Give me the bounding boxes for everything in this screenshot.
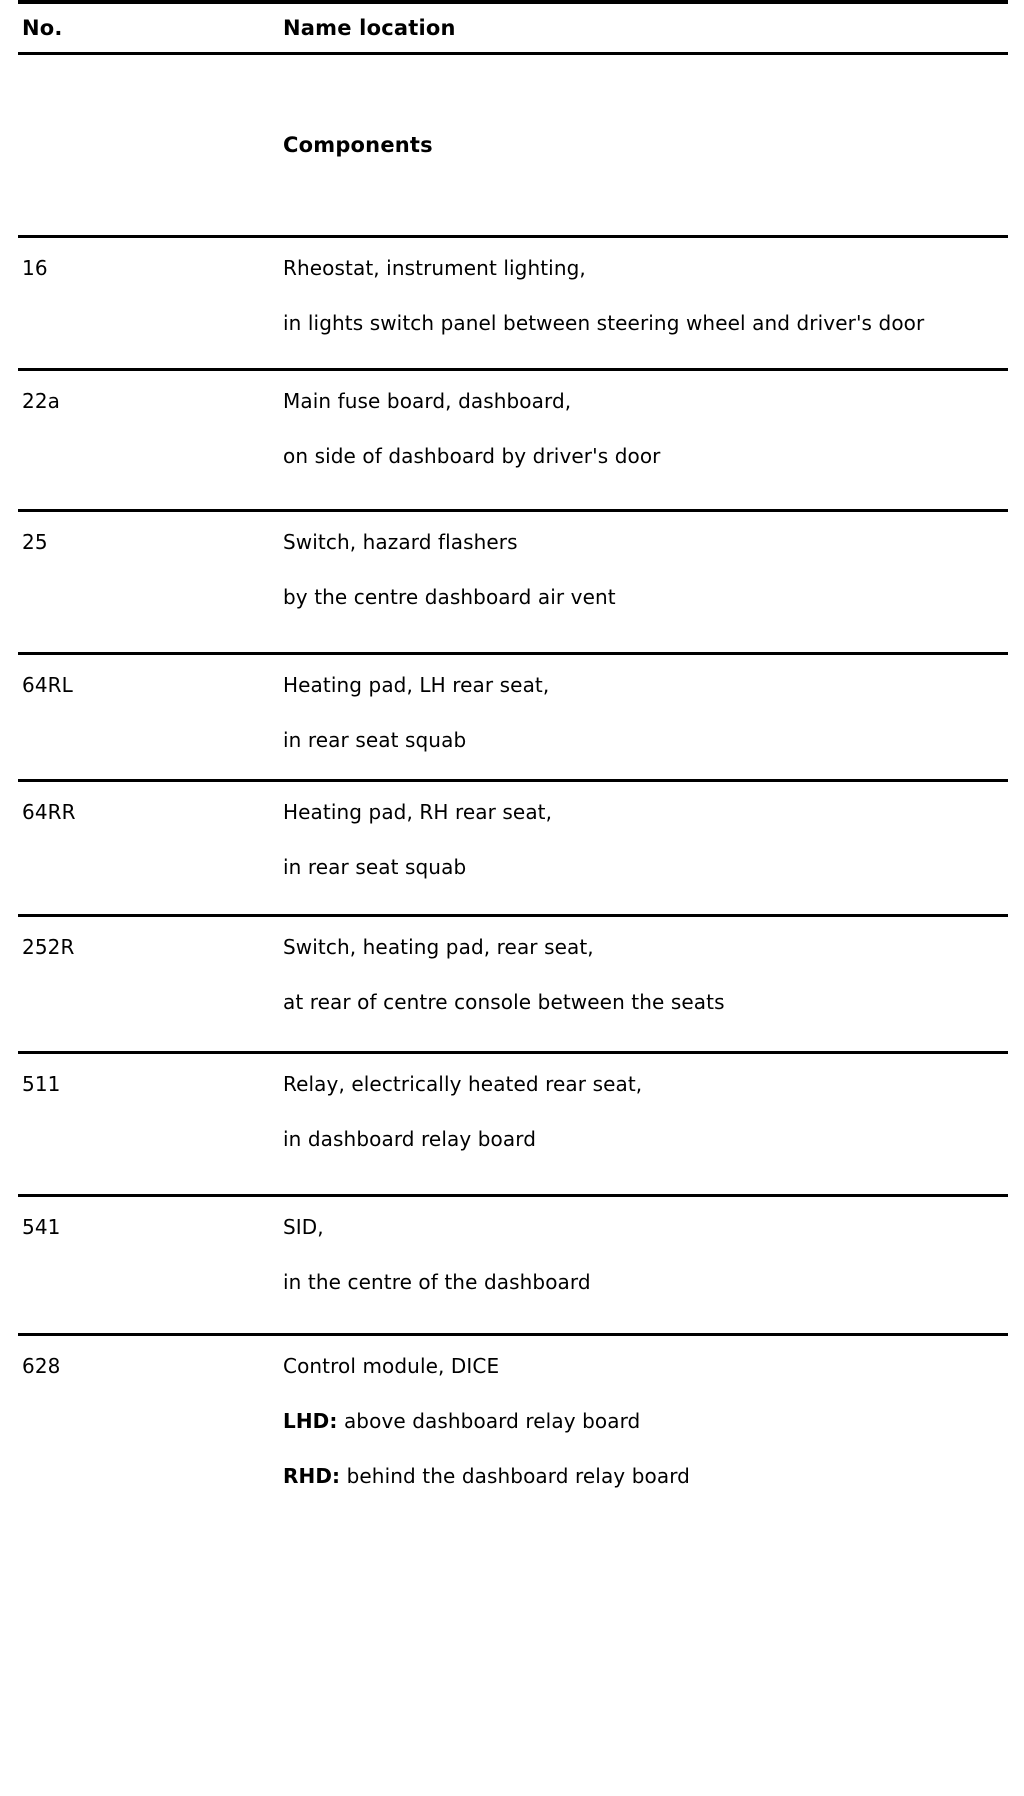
component-location: in the centre of the dashboard bbox=[283, 1268, 1000, 1297]
row-number: 628 bbox=[22, 1354, 61, 1378]
table-row: 511 Relay, electrically heated rear seat,… bbox=[18, 1054, 1008, 1194]
table-row: 16 Rheostat, instrument lighting, in light… bbox=[18, 238, 1008, 368]
location-variant-label: LHD: bbox=[283, 1409, 338, 1433]
location-variant-label: RHD: bbox=[283, 1464, 341, 1488]
table-body: 16 Rheostat, instrument lighting, in light… bbox=[18, 238, 1008, 1507]
table-row: 541 SID, in the centre of the dashboard bbox=[18, 1197, 1008, 1333]
row-number-cell: 64RR bbox=[18, 798, 283, 826]
row-separator-rule bbox=[18, 652, 1008, 655]
row-name-location-cell: Main fuse board, dashboard, on side of da… bbox=[283, 387, 1008, 471]
section-header-row: Components bbox=[18, 55, 1008, 235]
component-name: Switch, heating pad, rear seat, bbox=[283, 935, 594, 959]
component-name: Rheostat, instrument lighting, bbox=[283, 256, 586, 280]
row-name-location-cell: Rheostat, instrument lighting, in lights … bbox=[283, 254, 1008, 338]
table-row: 22a Main fuse board, dashboard, on side of… bbox=[18, 371, 1008, 509]
header-bottom-rule bbox=[18, 52, 1008, 55]
row-number: 252R bbox=[22, 935, 75, 959]
location-text: by the centre dashboard air vent bbox=[283, 585, 616, 609]
row-number: 25 bbox=[22, 530, 48, 554]
component-location: in rear seat squab bbox=[283, 853, 1000, 882]
row-number-cell: 252R bbox=[18, 933, 283, 961]
row-name-location-cell: Switch, hazard flashers by the centre das… bbox=[283, 528, 1008, 612]
row-separator-rule bbox=[18, 368, 1008, 371]
component-name: Control module, DICE bbox=[283, 1354, 500, 1378]
table-row: 64RL Heating pad, LH rear seat, in rear se… bbox=[18, 655, 1008, 779]
row-separator-rule bbox=[18, 1051, 1008, 1054]
row-number: 64RR bbox=[22, 800, 76, 824]
location-text: behind the dashboard relay board bbox=[346, 1464, 690, 1488]
location-text: above dashboard relay board bbox=[343, 1409, 641, 1433]
location-text: in rear seat squab bbox=[283, 728, 467, 752]
row-number-cell: 22a bbox=[18, 387, 283, 415]
component-name: SID, bbox=[283, 1215, 324, 1239]
location-text: in dashboard relay board bbox=[283, 1127, 536, 1151]
row-number-cell: 64RL bbox=[18, 671, 283, 699]
table-row: 628 Control module, DICE LHD: above dashbo… bbox=[18, 1336, 1008, 1507]
component-name: Switch, hazard flashers bbox=[283, 530, 518, 554]
row-number: 22a bbox=[22, 389, 61, 413]
component-location: by the centre dashboard air vent bbox=[283, 583, 1000, 612]
component-location: in lights switch panel between steering … bbox=[283, 309, 1000, 338]
component-location: RHD: behind the dashboard relay board bbox=[283, 1462, 1000, 1491]
row-separator-rule bbox=[18, 1194, 1008, 1197]
row-number: 16 bbox=[22, 256, 48, 280]
row-separator-rule bbox=[18, 1333, 1008, 1336]
component-location: in rear seat squab bbox=[283, 726, 1000, 755]
location-text: at rear of centre console between the se… bbox=[283, 990, 725, 1014]
header-number: No. bbox=[22, 16, 63, 40]
row-number-cell: 541 bbox=[18, 1213, 283, 1241]
section-bottom-rule bbox=[18, 235, 1008, 238]
table-row: 25 Switch, hazard flashers by the centre d… bbox=[18, 512, 1008, 652]
header-name-location: Name location bbox=[283, 16, 456, 40]
table-header-row: No. Name location bbox=[18, 4, 1008, 52]
row-name-location-cell: Relay, electrically heated rear seat, in … bbox=[283, 1070, 1008, 1154]
component-name: Main fuse board, dashboard, bbox=[283, 389, 572, 413]
row-number-cell: 511 bbox=[18, 1070, 283, 1098]
row-number-cell: 25 bbox=[18, 528, 283, 556]
component-name: Relay, electrically heated rear seat, bbox=[283, 1072, 643, 1096]
row-number-cell: 628 bbox=[18, 1352, 283, 1380]
component-location: on side of dashboard by driver's door bbox=[283, 442, 1000, 471]
row-separator-rule bbox=[18, 914, 1008, 917]
component-location: LHD: above dashboard relay board bbox=[283, 1407, 1000, 1436]
row-number: 64RL bbox=[22, 673, 73, 697]
table-row: 64RR Heating pad, RH rear seat, in rear se… bbox=[18, 782, 1008, 914]
section-title: Components bbox=[283, 133, 433, 157]
component-location: in dashboard relay board bbox=[283, 1125, 1000, 1154]
location-text: in rear seat squab bbox=[283, 855, 467, 879]
table-row: 252R Switch, heating pad, rear seat, at re… bbox=[18, 917, 1008, 1051]
location-text: in lights switch panel between steering … bbox=[283, 311, 925, 335]
row-number: 541 bbox=[22, 1215, 61, 1239]
location-text: on side of dashboard by driver's door bbox=[283, 444, 661, 468]
row-separator-rule bbox=[18, 509, 1008, 512]
component-location-table: No. Name location Components 16 Rheostat,… bbox=[18, 0, 1008, 1507]
component-name: Heating pad, RH rear seat, bbox=[283, 800, 553, 824]
row-number: 511 bbox=[22, 1072, 61, 1096]
location-text: in the centre of the dashboard bbox=[283, 1270, 591, 1294]
row-name-location-cell: Heating pad, LH rear seat, in rear seat s… bbox=[283, 671, 1008, 755]
row-name-location-cell: SID, in the centre of the dashboard bbox=[283, 1213, 1008, 1297]
row-number-cell: 16 bbox=[18, 254, 283, 282]
component-location: at rear of centre console between the se… bbox=[283, 988, 1000, 1017]
row-separator-rule bbox=[18, 779, 1008, 782]
row-name-location-cell: Switch, heating pad, rear seat, at rear o… bbox=[283, 933, 1008, 1017]
component-name: Heating pad, LH rear seat, bbox=[283, 673, 550, 697]
row-name-location-cell: Heating pad, RH rear seat, in rear seat s… bbox=[283, 798, 1008, 882]
row-name-location-cell: Control module, DICE LHD: above dashboard… bbox=[283, 1352, 1008, 1491]
table-top-rule bbox=[18, 0, 1008, 4]
